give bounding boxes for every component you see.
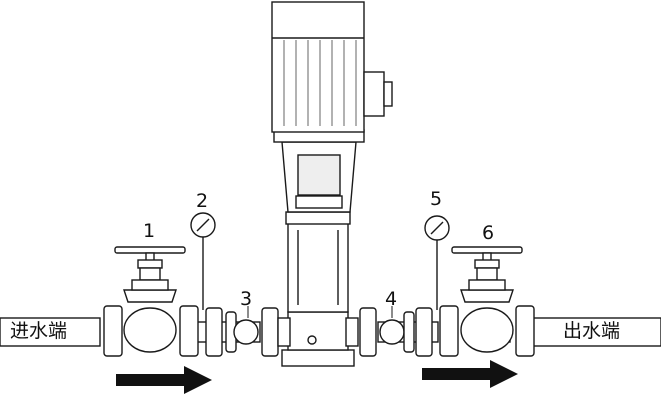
callout-1: 1	[143, 220, 156, 242]
motor	[271, 1, 393, 133]
outlet-gate-valve	[439, 246, 535, 357]
inlet-label: 进水端	[10, 320, 68, 342]
outlet-flow-arrow	[422, 360, 518, 388]
inlet-gate-valve	[103, 246, 199, 357]
outlet-flanges	[359, 307, 433, 357]
callout-4: 4	[385, 288, 398, 310]
callout-3: 3	[240, 288, 253, 310]
outlet-label: 出水端	[563, 320, 621, 342]
callout-2: 2	[196, 190, 209, 212]
callout-6: 6	[482, 222, 495, 244]
pump-body	[273, 129, 365, 367]
inlet-flow-arrow	[116, 366, 212, 394]
inlet-flanges	[205, 307, 279, 357]
inlet-pressure-gauge	[190, 212, 216, 310]
outlet-pressure-gauge	[424, 215, 450, 310]
callout-5: 5	[430, 188, 443, 210]
